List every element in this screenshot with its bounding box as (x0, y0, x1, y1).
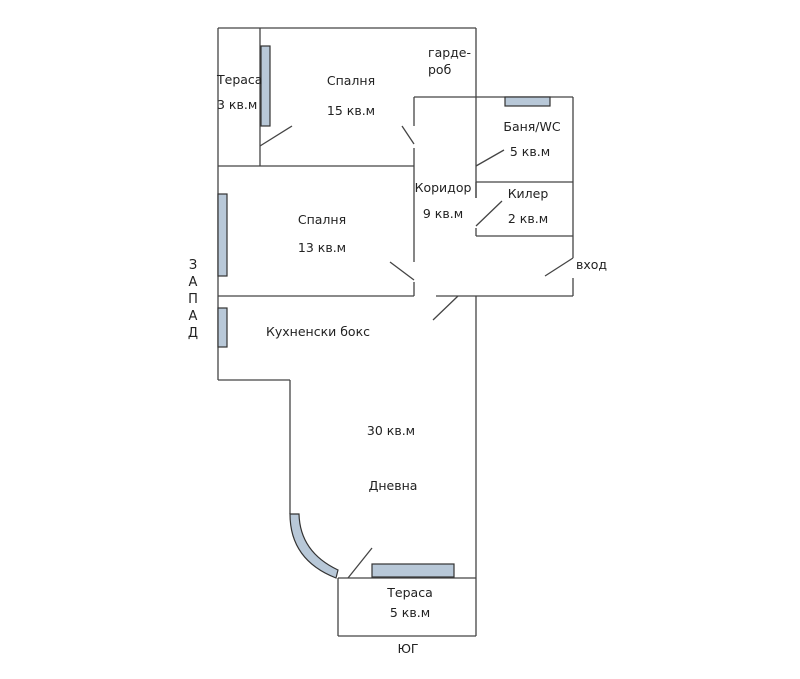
wardrobe-label-line1: гарде- (428, 45, 472, 60)
kitchen-name: Кухненски бокс (265, 324, 371, 339)
bedroom-mid-name: Спалня (297, 212, 347, 227)
bathroom-name: Баня/WC (503, 119, 561, 134)
storage-name: Килер (507, 186, 549, 201)
window (504, 96, 551, 107)
door-swing (401, 125, 415, 145)
bedroom-top-name: Спалня (326, 73, 376, 88)
storage-area: 2 кв.м (507, 211, 549, 226)
compass-west-letter: А (188, 275, 198, 290)
compass-west-letter: А (188, 309, 198, 324)
door-swing (475, 149, 505, 167)
compass-south-label: ЮГ (397, 641, 419, 656)
door-swing (389, 261, 415, 281)
window (217, 307, 228, 348)
terrace-west-area: 3 кв.м (217, 97, 258, 112)
corridor-area: 9 кв.м (422, 206, 464, 221)
compass-west-letter: Д (187, 326, 199, 341)
door-swing (475, 200, 503, 227)
door-swing (259, 125, 293, 147)
living-area: 30 кв.м (366, 423, 416, 438)
door-swing (544, 257, 574, 277)
window (371, 563, 455, 578)
terrace-south-area: 5 кв.м (389, 605, 431, 620)
compass-west-letter: П (188, 292, 198, 307)
terrace-west-name: Тераса (217, 72, 263, 87)
corridor-name: Коридор (414, 180, 472, 195)
walls (217, 27, 574, 637)
windows (217, 45, 551, 579)
door-swings (259, 125, 574, 579)
wardrobe-label-line2: роб (428, 62, 452, 77)
window (260, 45, 271, 127)
door-swing (347, 547, 373, 579)
window (217, 193, 228, 277)
window (289, 513, 339, 579)
living-name: Дневна (368, 478, 418, 493)
bedroom-top-area: 15 кв.м (326, 103, 376, 118)
terrace-south-name: Тераса (387, 585, 433, 600)
entrance-label: вход (576, 257, 608, 272)
bathroom-area: 5 кв.м (509, 144, 551, 159)
bedroom-mid-area: 13 кв.м (297, 240, 347, 255)
compass-west-letter: З (188, 258, 198, 273)
door-swing (432, 295, 459, 321)
